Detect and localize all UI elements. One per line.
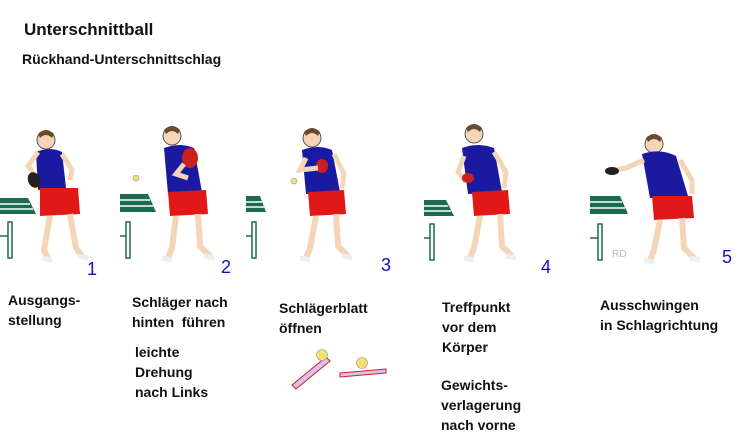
step-2-number: 2: [221, 257, 232, 277]
table-edge: [424, 200, 454, 261]
table-edge: [0, 198, 36, 259]
player: [24, 130, 89, 263]
step-4-caption: Treffpunkt vor dem Körper: [442, 299, 511, 355]
player: [295, 128, 353, 263]
table-edge: [246, 196, 266, 259]
step-3-figure: [246, 128, 353, 263]
step-5-number: 5: [722, 247, 733, 267]
player: [455, 124, 517, 263]
racket-flat: [339, 357, 387, 378]
table-edge: [120, 194, 156, 259]
watermark: RD: [612, 249, 627, 260]
ball: [290, 177, 298, 185]
step-4-note: Gewichts- verlagerung nach vorne: [441, 377, 522, 433]
step-3-number: 3: [381, 255, 392, 275]
diagram-subtitle: Rückhand-Unterschnittschlag: [22, 51, 222, 67]
player: [605, 134, 701, 265]
racket-tilted: [291, 349, 331, 390]
step-3-caption: Schlägerblatt öffnen: [279, 300, 368, 336]
step-1-number: 1: [87, 259, 98, 279]
step-2-note: leichte Drehung nach Links: [135, 344, 209, 400]
step-1-figure: [0, 130, 89, 263]
step-2-figure: [120, 126, 215, 263]
player: [161, 126, 215, 263]
step-5-figure: [590, 134, 701, 265]
diagram-title: Unterschnittball: [24, 20, 154, 39]
step-5-caption: Ausschwingen in Schlagrichtung: [600, 297, 719, 333]
step-4-figure: [424, 124, 517, 263]
racket-angle-illustration: [291, 349, 387, 390]
ball: [132, 174, 140, 182]
step-2-caption: Schläger nach hinten führen: [132, 294, 228, 330]
step-4-number: 4: [541, 257, 552, 277]
step-1-caption: Ausgangs- stellung: [8, 292, 81, 328]
table-edge: [590, 196, 628, 261]
